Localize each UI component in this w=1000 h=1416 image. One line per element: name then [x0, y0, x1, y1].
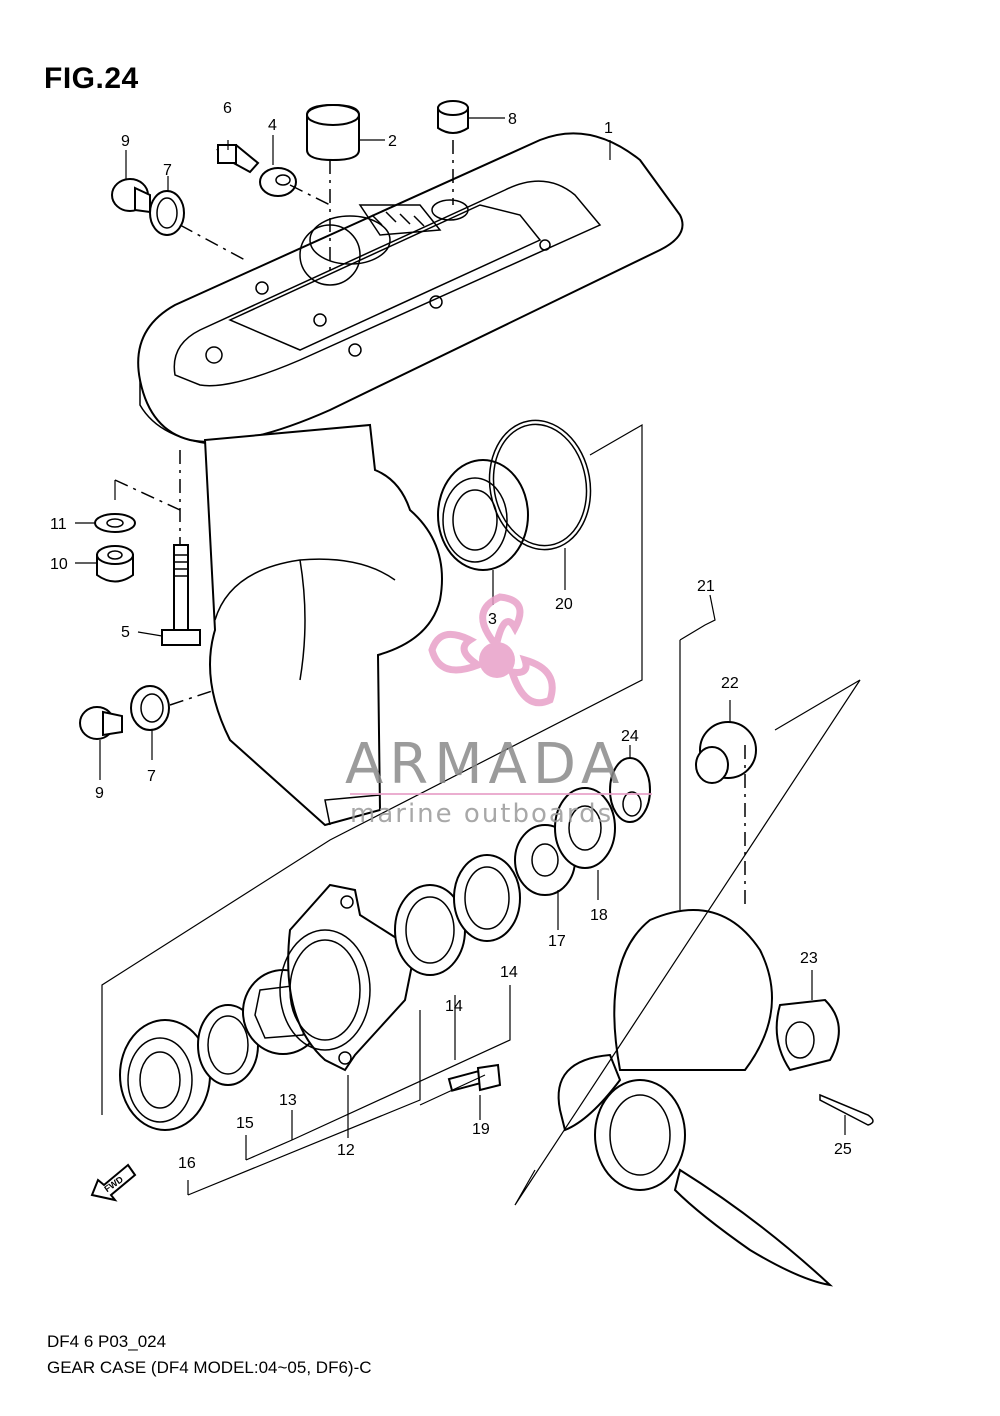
callout-3: 3 [488, 611, 497, 628]
armada-logo-icon [428, 593, 556, 707]
part-9-plug-lower [79, 706, 123, 740]
part-8-bushing [437, 100, 505, 134]
propeller [557, 909, 834, 1287]
part-11-washer [94, 513, 136, 533]
callout-5: 5 [121, 624, 130, 641]
callout-13: 13 [279, 1092, 297, 1109]
watermark-name: ARMADA [345, 732, 625, 797]
callout-6: 6 [223, 100, 232, 117]
callout-14-a: 14 [445, 998, 463, 1015]
callout-25: 25 [834, 1141, 852, 1158]
callout-12: 12 [337, 1142, 355, 1159]
part-3-bearing [437, 459, 529, 571]
callout-7-lower: 7 [147, 768, 156, 785]
callout-10: 10 [50, 556, 68, 573]
callout-20: 20 [555, 596, 573, 613]
part-16-bearing [119, 1019, 211, 1131]
callout-7-upper: 7 [163, 162, 172, 179]
part-20-o-ring [488, 419, 592, 551]
watermark-tagline: marine outboards [350, 799, 613, 829]
part-23-nut [775, 998, 840, 1072]
callout-21: 21 [697, 578, 715, 595]
armada-watermark: ARMADA marine outboards [345, 593, 652, 829]
footer-description: GEAR CASE (DF4 MODEL:04~05, DF6)-C [47, 1358, 372, 1377]
gear-case-housing [137, 132, 684, 827]
callout-9-upper: 9 [121, 133, 130, 150]
callout-9-lower: 9 [95, 785, 104, 802]
part-2-sleeve [306, 103, 385, 162]
callout-16: 16 [178, 1155, 196, 1172]
figure-title: FIG.24 [44, 62, 139, 95]
callout-11: 11 [50, 516, 67, 533]
callout-17: 17 [548, 933, 566, 950]
part-7-gasket-lower [130, 685, 170, 731]
part-22-bushing [695, 721, 757, 784]
part-10-nut [96, 545, 134, 583]
part-9-plug-upper [111, 178, 151, 214]
callout-19: 19 [472, 1121, 490, 1138]
part-18-washer [554, 787, 616, 869]
callout-18: 18 [590, 907, 608, 924]
callout-8: 8 [508, 111, 517, 128]
callout-15: 15 [236, 1115, 254, 1132]
callout-4: 4 [268, 117, 277, 134]
part-14-oil-seal-b [453, 854, 521, 942]
callout-labels: 1 2 3 4 5 6 7 7 8 9 9 10 11 12 13 14 14 … [50, 100, 852, 1172]
part-19-bolt [447, 1063, 502, 1092]
part-6-bolt [216, 143, 260, 174]
part-4-washer [259, 167, 297, 197]
callout-22: 22 [721, 675, 739, 692]
callout-24: 24 [621, 728, 639, 745]
footer-diagram-code: DF4 6 P03_024 [47, 1332, 167, 1351]
callout-2: 2 [388, 133, 397, 150]
part-7-gasket-upper [149, 190, 185, 236]
callout-23: 23 [800, 950, 818, 967]
part-25-cotter-pin [819, 1093, 874, 1126]
part-14-oil-seal-a [394, 884, 466, 976]
part-5-stud-bolt [161, 544, 201, 646]
callout-14-b: 14 [500, 964, 518, 981]
callout-1: 1 [604, 120, 613, 137]
leader-lines [75, 135, 861, 1206]
fwd-arrow: FWD [90, 1163, 137, 1202]
